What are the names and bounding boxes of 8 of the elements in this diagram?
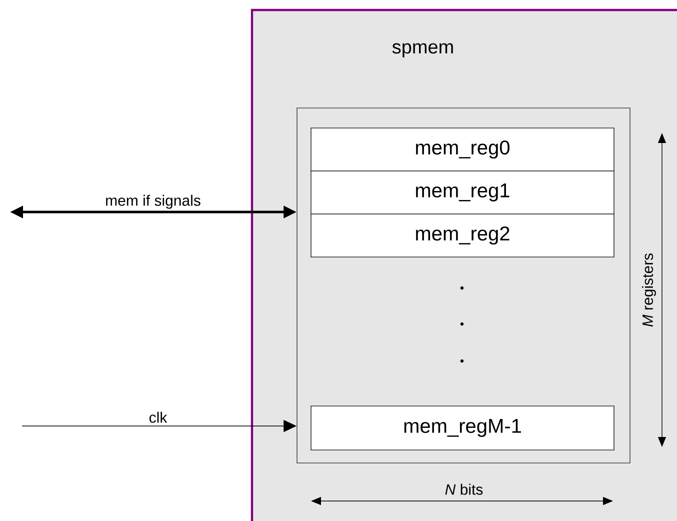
register-box: mem_reg2 xyxy=(310,214,614,258)
register-box: mem_regM-1 xyxy=(310,406,614,450)
edge-label: mem if signals xyxy=(106,194,200,209)
register-box: mem_reg1 xyxy=(310,170,614,214)
dimension-label: M registers xyxy=(642,253,656,327)
edge-label: clk xyxy=(149,412,168,423)
register-box: mem_reg0 xyxy=(310,128,614,172)
dimension-label: N bits xyxy=(445,484,483,495)
